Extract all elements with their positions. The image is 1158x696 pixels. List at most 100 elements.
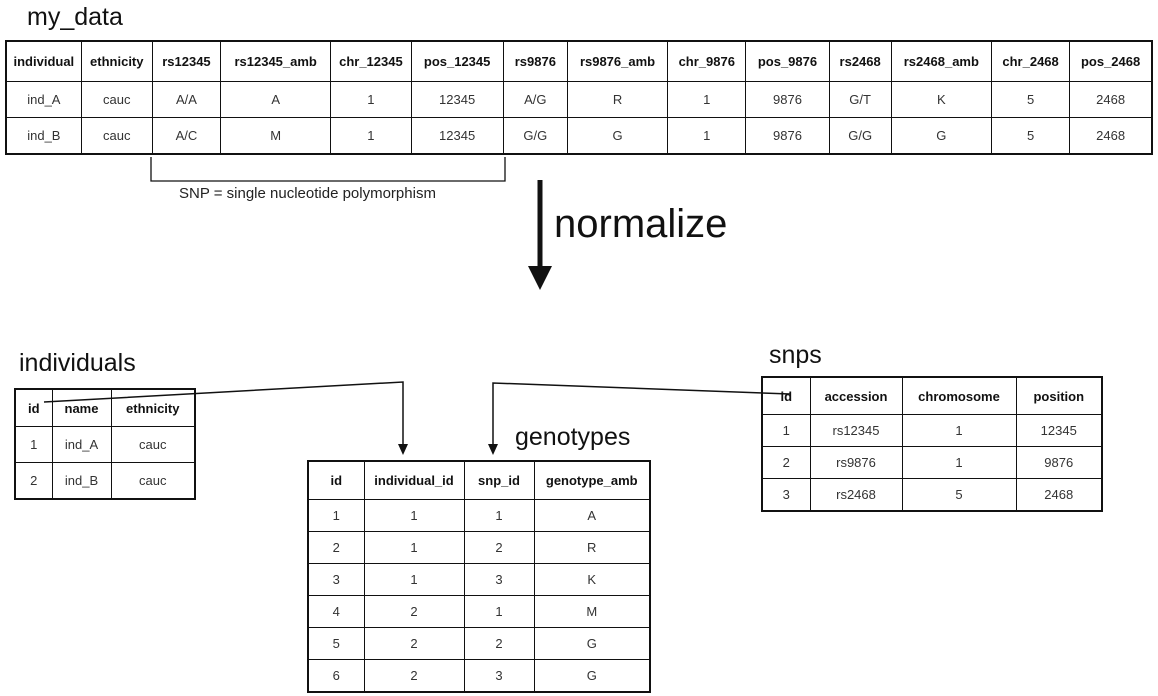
- table-cell: 2468: [1069, 81, 1153, 118]
- column-header: ethnicity: [80, 40, 153, 82]
- table-cell: A: [533, 499, 651, 532]
- table-cell: 2: [463, 531, 535, 564]
- normalize-label: normalize: [554, 202, 728, 246]
- table-cell: A/G: [502, 81, 568, 118]
- table-cell: 12345: [1015, 414, 1103, 447]
- table-cell: ind_A: [5, 81, 82, 118]
- table-cell: G/G: [828, 117, 892, 155]
- snp-bracket: [150, 157, 506, 182]
- table-cell: 1: [667, 117, 747, 155]
- table-cell: 3: [463, 659, 535, 693]
- table-cell: R: [533, 531, 651, 564]
- individual-id-connector: [43, 381, 404, 444]
- table-cell: 2: [761, 446, 811, 479]
- table-cell: M: [533, 595, 651, 628]
- table-cell: 4: [307, 595, 365, 628]
- snp-caption: SNP = single nucleotide polymorphism: [179, 185, 436, 202]
- title-individuals: individuals: [19, 349, 136, 377]
- table-cell: A/C: [151, 117, 222, 155]
- column-header: chr_9876: [667, 40, 747, 82]
- column-header: pos_12345: [410, 40, 504, 82]
- table-cell: 6: [307, 659, 365, 693]
- snp-id-arrowhead: [488, 444, 498, 455]
- table-cell: 9876: [745, 81, 830, 118]
- table-cell: cauc: [110, 426, 196, 463]
- column-header: chromosome: [901, 376, 1017, 415]
- table-cell: 1: [463, 499, 535, 532]
- table-cell: G: [890, 117, 992, 155]
- table-cell: 1: [667, 81, 747, 118]
- table-cell: M: [220, 117, 332, 155]
- snp-id-connector: [492, 382, 791, 444]
- table-cell: rs9876: [809, 446, 903, 479]
- table-cell: ind_B: [51, 462, 112, 500]
- title-snps: snps: [769, 341, 822, 369]
- normalize-arrow-head: [528, 266, 552, 290]
- table-cell: 2468: [1069, 117, 1153, 155]
- table-cell: cauc: [110, 462, 196, 500]
- column-header: rs9876: [502, 40, 568, 82]
- table-cell: ind_A: [51, 426, 112, 463]
- table-cell: 9876: [1015, 446, 1103, 479]
- table-cell: 3: [761, 478, 811, 512]
- table-cell: R: [566, 81, 669, 118]
- table-cell: G: [533, 627, 651, 660]
- table-cell: 5: [990, 117, 1071, 155]
- table-cell: G/G: [502, 117, 568, 155]
- table-cell: G: [533, 659, 651, 693]
- column-header: rs2468_amb: [890, 40, 992, 82]
- title-my-data: my_data: [27, 3, 123, 31]
- table-cell: cauc: [80, 117, 153, 155]
- column-header: rs12345_amb: [220, 40, 332, 82]
- title-genotypes: genotypes: [515, 423, 631, 451]
- table-cell: rs2468: [809, 478, 903, 512]
- column-header: individual_id: [363, 460, 465, 500]
- table-cell: ind_B: [5, 117, 82, 155]
- table-cell: 9876: [745, 117, 830, 155]
- table-cell: 2: [14, 462, 53, 500]
- table-cell: cauc: [80, 81, 153, 118]
- table-cell: 12345: [410, 117, 504, 155]
- table-cell: 2468: [1015, 478, 1103, 512]
- table-cell: K: [533, 563, 651, 596]
- table-cell: 2: [463, 627, 535, 660]
- table-cell: 1: [330, 117, 412, 155]
- table-cell: 3: [463, 563, 535, 596]
- column-header: rs2468: [828, 40, 892, 82]
- table-cell: A/A: [151, 81, 222, 118]
- column-header: id: [307, 460, 365, 500]
- column-header: rs9876_amb: [566, 40, 669, 82]
- table-cell: A: [220, 81, 332, 118]
- table-cell: rs12345: [809, 414, 903, 447]
- individual-id-arrowhead: [398, 444, 408, 455]
- table-cell: G/T: [828, 81, 892, 118]
- table-cell: 5: [307, 627, 365, 660]
- table-cell: 12345: [410, 81, 504, 118]
- table-cell: 2: [363, 595, 465, 628]
- column-header: chr_2468: [990, 40, 1071, 82]
- table-cell: 1: [14, 426, 53, 463]
- column-header: pos_2468: [1069, 40, 1153, 82]
- column-header: accession: [809, 376, 903, 415]
- table-cell: 5: [901, 478, 1017, 512]
